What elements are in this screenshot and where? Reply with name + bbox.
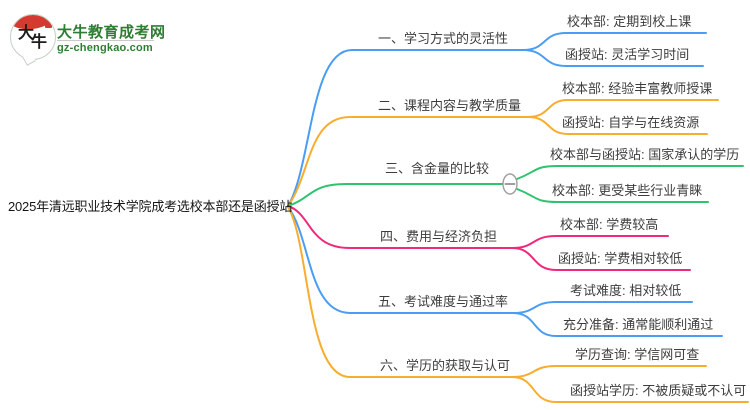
daniu-logo-icon: 大 牛: [10, 14, 56, 60]
branch-1-line: [287, 49, 524, 207]
leaf-1-1[interactable]: 校本部: 定期到校上课: [567, 14, 692, 29]
logo-char-1: 大: [18, 23, 35, 42]
logo-url: gz-chengkao.com: [57, 42, 153, 54]
branch-1-label[interactable]: 一、学习方式的灵活性: [378, 31, 509, 46]
leaf-1-2[interactable]: 函授站: 灵活学习时间: [565, 47, 690, 62]
leaf-4-2[interactable]: 函授站: 学费相对较低: [558, 251, 683, 266]
daniu-logo: 大 牛 大牛教育成考网 gz-chengkao.com: [10, 14, 220, 66]
leaf-4-1[interactable]: 校本部: 学费较高: [560, 217, 659, 232]
branch-2-child-2-line: [527, 116, 708, 135]
branch-3-child-2-line: [516, 188, 709, 203]
branch-6-child-2-line: [511, 376, 749, 403]
central-topic-node[interactable]: 2025年清远职业技术学院成考选校本部还是函授站: [8, 199, 293, 214]
branch-2-child-1-line: [527, 99, 719, 118]
leaf-2-1[interactable]: 校本部: 经验丰富教师授课: [562, 81, 713, 96]
branch-6-line: [287, 206, 513, 378]
branch-3-label[interactable]: 三、含金量的比较: [385, 161, 490, 176]
leaf-3-2[interactable]: 校本部: 更受某些行业青睐: [552, 183, 703, 198]
leaf-2-2[interactable]: 函授站: 自学与在线资源: [562, 115, 700, 130]
leaf-3-1[interactable]: 校本部与函授站: 国家承认的学历: [550, 147, 740, 162]
branch-6-label[interactable]: 六、学历的获取与认可: [380, 358, 511, 373]
branch-4-label[interactable]: 四、费用与经济负担: [380, 229, 498, 244]
logo-title: 大牛教育成考网: [57, 24, 166, 41]
logo-divider: [57, 40, 154, 41]
branch-4-child-1-line: [511, 235, 669, 249]
branch-2-label[interactable]: 二、课程内容与教学质量: [378, 98, 522, 113]
branch-5-child-2-line: [512, 312, 723, 337]
branch-4-line: [287, 205, 513, 249]
logo-char-2: 牛: [31, 32, 48, 51]
leaf-5-1[interactable]: 考试难度: 相对较低: [570, 283, 682, 298]
branch-5-label[interactable]: 五、考试难度与通过率: [378, 294, 509, 309]
branch-3-child-1-line: [516, 165, 744, 180]
leaf-5-2[interactable]: 充分准备: 通常能顺利通过: [563, 317, 714, 332]
branch-5-line: [287, 206, 514, 314]
branch-2-line: [287, 116, 529, 207]
leaf-6-2[interactable]: 函授站学历: 不被质疑或不认可: [570, 383, 747, 398]
branch-1-child-2-line: [522, 49, 704, 67]
branch-3-line: [287, 183, 504, 207]
logo-seal-icon: [45, 21, 52, 28]
branch-6-child-1-line: [511, 365, 707, 378]
branch-1-child-1-line: [522, 32, 707, 51]
collapse-minus-button[interactable]: [502, 173, 518, 195]
leaf-6-1[interactable]: 学历查询: 学信网可查: [575, 347, 700, 362]
branch-4-child-2-line: [511, 247, 691, 271]
branch-5-child-1-line: [512, 301, 693, 314]
